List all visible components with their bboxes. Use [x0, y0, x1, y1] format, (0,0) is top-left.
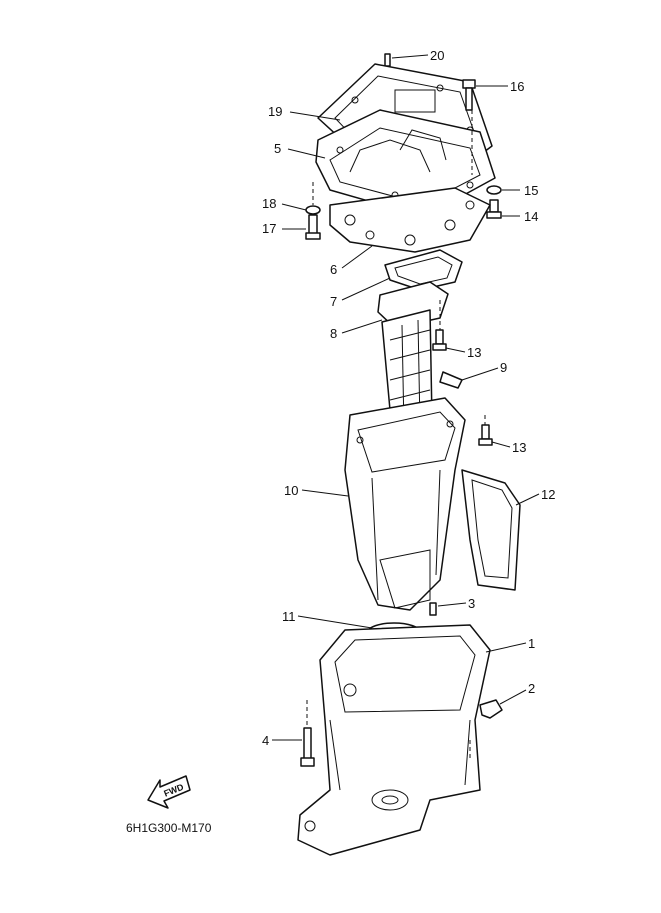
label-20: 20 — [430, 48, 444, 63]
part-labels: 20 16 19 5 15 18 14 17 6 7 8 13 9 13 10 … — [262, 48, 555, 748]
leader-lines — [272, 54, 540, 741]
label-9: 9 — [500, 360, 507, 375]
label-15: 15 — [524, 183, 538, 198]
label-1: 1 — [528, 636, 535, 651]
label-16: 16 — [510, 79, 524, 94]
label-4: 4 — [262, 733, 269, 748]
part-10-oil-pan — [344, 397, 466, 611]
part-9-plate — [439, 371, 463, 389]
part-7-gasket — [384, 249, 463, 291]
label-18: 18 — [262, 196, 276, 211]
part-3-pin — [429, 602, 437, 616]
label-10: 10 — [284, 483, 298, 498]
part-4-bolt — [300, 727, 315, 767]
part-16-bolt — [462, 79, 476, 111]
label-14: 14 — [524, 209, 538, 224]
alignment-lines — [306, 110, 486, 760]
label-11: 11 — [282, 609, 296, 624]
part-17-bolt — [305, 214, 321, 240]
label-2: 2 — [528, 681, 535, 696]
part-15-washer — [486, 185, 502, 195]
part-12-seal — [461, 469, 521, 591]
drawing-code: 6H1G300-M170 — [126, 821, 212, 835]
part-13-bolt-lower — [478, 424, 493, 446]
label-17: 17 — [262, 221, 276, 236]
label-6: 6 — [330, 262, 337, 277]
part-6-gasket — [329, 187, 491, 253]
label-13-upper: 13 — [467, 345, 481, 360]
label-19: 19 — [268, 104, 282, 119]
label-3: 3 — [468, 596, 475, 611]
label-13-lower: 13 — [512, 440, 526, 455]
part-8-exhaust-manifold — [377, 281, 449, 433]
part-1-upper-casing — [297, 624, 491, 856]
part-14-bolt — [486, 199, 502, 219]
part-20-pin — [384, 53, 391, 67]
label-5: 5 — [274, 141, 281, 156]
part-13-bolt-upper — [432, 329, 447, 351]
fwd-arrow-icon: FWD — [147, 775, 191, 809]
part-2-plug — [479, 699, 503, 719]
part-18-washer — [305, 205, 321, 215]
label-12: 12 — [541, 487, 555, 502]
label-7: 7 — [330, 294, 337, 309]
label-8: 8 — [330, 326, 337, 341]
